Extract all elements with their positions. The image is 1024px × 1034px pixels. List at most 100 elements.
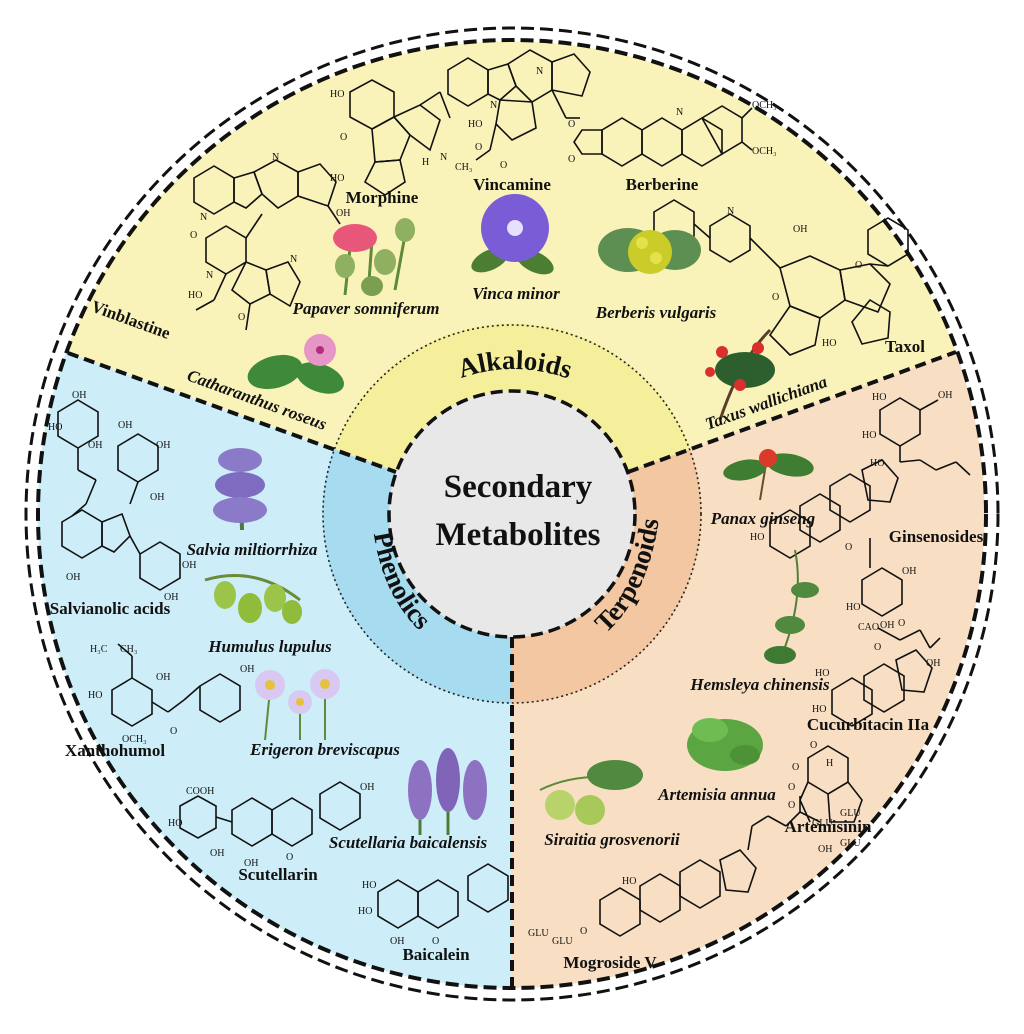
baicalein-o: O bbox=[432, 936, 439, 947]
morphine-o-atom: O bbox=[340, 132, 347, 143]
hemsleya-plant-icon bbox=[764, 549, 819, 664]
skullcap-plant-icon bbox=[408, 748, 487, 835]
artemisinin-o3: O bbox=[788, 800, 795, 811]
center-circle bbox=[387, 389, 637, 639]
taxol-n-atom: N bbox=[727, 206, 734, 217]
salvianolic-oh8: OH bbox=[164, 592, 178, 603]
outer-border bbox=[36, 38, 988, 990]
vinblastine-n4-atom: N bbox=[290, 254, 297, 265]
vinblastine-ho-atom: HO bbox=[188, 290, 202, 301]
vinblastine-oh-atom: OH bbox=[336, 208, 350, 219]
mogroside-glu2: GLU bbox=[552, 936, 573, 947]
baicalein-ho2: HO bbox=[358, 906, 372, 917]
mogroside-glu5: GLU bbox=[840, 838, 861, 849]
compound-xanthohumol: Xanthohumol bbox=[65, 741, 165, 760]
poppy-plant-icon bbox=[333, 218, 415, 296]
baicalein-ho1: HO bbox=[362, 880, 376, 891]
divider-alkaloids-terpenoids bbox=[627, 350, 957, 474]
ginseng-ho2: HO bbox=[862, 430, 876, 441]
compound-morphine: Morphine bbox=[346, 188, 419, 207]
morphine-n-atom: N bbox=[440, 152, 447, 163]
berberine-o1-atom: O bbox=[568, 119, 575, 130]
scutellarin-oh2: OH bbox=[244, 858, 258, 869]
compound-taxol: Taxol bbox=[885, 337, 925, 356]
vincamine-ho-atom: HO bbox=[468, 119, 482, 130]
scutellarin-ho: HO bbox=[168, 818, 182, 829]
hops-plant-icon bbox=[204, 574, 302, 624]
plant-berberis-vulgaris: Berberis vulgaris bbox=[595, 303, 717, 322]
mogroside-glu1: GLU bbox=[528, 928, 549, 939]
artemisinin-structure bbox=[799, 745, 863, 823]
scutellarin-oh3: OH bbox=[360, 782, 374, 793]
artemisinin-o2: O bbox=[792, 762, 799, 773]
compound-berberine: Berberine bbox=[626, 175, 699, 194]
baicalein-structure bbox=[377, 863, 509, 929]
xanthohumol-och3: OCH₃ bbox=[122, 734, 147, 745]
compound-mogroside-v: Mogroside V bbox=[563, 953, 657, 972]
plant-panax-ginseng: Panax ginseng bbox=[710, 509, 816, 528]
cucurbitacin-ho2: HO bbox=[812, 704, 826, 715]
salvianolic-oh5: OH bbox=[150, 492, 164, 503]
compound-salvianolic-acids: Salvianolic acids bbox=[50, 599, 171, 618]
morphine-structure bbox=[349, 79, 451, 196]
plant-humulus-lupulus: Humulus lupulus bbox=[207, 637, 332, 656]
xanthohumol-ho: HO bbox=[88, 690, 102, 701]
plant-hemsleya-chinensis: Hemsleya chinensis bbox=[689, 675, 830, 694]
scutellarin-o: O bbox=[286, 852, 293, 863]
vincamine-structure bbox=[447, 49, 591, 161]
vinblastine-n3-atom: N bbox=[206, 270, 213, 281]
artemisinin-h: H bbox=[826, 758, 833, 769]
compound-vincamine: Vincamine bbox=[473, 175, 551, 194]
monkfruit-plant-icon bbox=[539, 760, 643, 825]
cucurbitacin-cao: CAO bbox=[858, 622, 879, 633]
compound-ginsenosides: Ginsenosides bbox=[889, 527, 984, 546]
vincamine-n2-atom: N bbox=[536, 66, 543, 77]
vinblastine-n2-atom: N bbox=[272, 152, 279, 163]
vincamine-o-atom: O bbox=[475, 142, 482, 153]
terpenoids-content: HO HO OH HO HO O HO OH OH Ginsenosides C… bbox=[528, 390, 984, 972]
salvianolic-oh7: OH bbox=[182, 560, 196, 571]
xanthohumol-structure bbox=[111, 643, 241, 727]
morphine-ho-atom: HO bbox=[330, 89, 344, 100]
mogroside-ho: HO bbox=[622, 876, 636, 887]
vinblastine-structure bbox=[193, 159, 341, 331]
mogroside-o2: O bbox=[788, 782, 795, 793]
alkaloids-sector bbox=[66, 41, 956, 515]
xanthohumol-oh2: OH bbox=[240, 664, 254, 675]
cucurbitacin-o1: O bbox=[898, 618, 905, 629]
mogroside-oh: OH bbox=[818, 844, 832, 855]
ginseng-ho1: HO bbox=[872, 392, 886, 403]
salvianolic-oh6: OH bbox=[66, 572, 80, 583]
fleabane-plant-icon bbox=[255, 669, 340, 741]
mogroside-structure bbox=[599, 796, 821, 937]
salvianolic-acids-structure bbox=[57, 399, 181, 591]
catharanthus-plant-icon bbox=[247, 334, 344, 394]
ginsenosides-structure bbox=[769, 397, 971, 617]
compound-cucurbitacin-iia: Cucurbitacin IIa bbox=[807, 715, 930, 734]
berberine-o2-atom: O bbox=[568, 154, 575, 165]
ginseng-oh1: OH bbox=[938, 390, 952, 401]
berberine-och3-1-atom: OCH₃ bbox=[752, 100, 777, 111]
phenolics-content: OH HO OH OH OH OH OH OH OH Salvianolic a… bbox=[48, 390, 509, 964]
scutellarin-structure bbox=[179, 781, 361, 847]
taxol-oh-atom: OH bbox=[793, 224, 807, 235]
vinblastine-o2-atom: O bbox=[190, 230, 197, 241]
mogroside-o1: O bbox=[580, 926, 587, 937]
artemisinin-o1: O bbox=[810, 740, 817, 751]
ginseng-plant-icon bbox=[723, 449, 814, 501]
cucurbitacin-ho1: HO bbox=[815, 668, 829, 679]
salvianolic-oh1: OH bbox=[72, 390, 86, 401]
taxol-ho-atom: HO bbox=[822, 338, 836, 349]
xanthohumol-h3c: H₃C bbox=[90, 644, 108, 655]
plant-artemisia-annua: Artemisia annua bbox=[657, 785, 776, 804]
wormwood-plant-icon bbox=[687, 718, 763, 771]
morphine-ch3-atom: CH₃ bbox=[455, 162, 472, 173]
periwinkle-flower-icon bbox=[471, 194, 554, 275]
center-title-line1: Secondary bbox=[444, 469, 593, 505]
salvianolic-oh3: OH bbox=[156, 440, 170, 451]
taxol-o-atom: O bbox=[772, 292, 779, 303]
cucurbitacin-structure bbox=[831, 627, 941, 727]
compound-baicalein: Baicalein bbox=[402, 945, 470, 964]
